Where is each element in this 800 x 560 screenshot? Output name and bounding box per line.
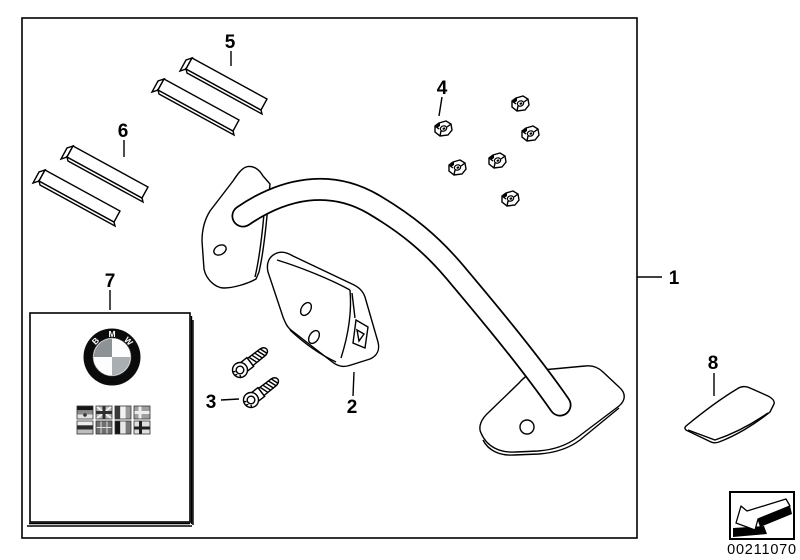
part8-pad [684,385,775,444]
hex-nut [488,152,507,169]
callout-label-2: 2 [347,397,358,418]
hex-nut [511,95,530,112]
flag-icon [114,405,132,420]
flag-icon [95,405,113,420]
bracket-tube [231,177,572,417]
hex-nut [501,190,520,207]
hex-nut [448,159,467,176]
sensor-module [266,251,380,368]
logo-quadrant [93,357,112,376]
hex-nut [521,125,540,142]
callout-label-1: 1 [669,268,680,289]
logo-quadrant [93,338,112,357]
flag-icon [76,405,94,420]
socket-screw [239,372,284,412]
arrow-down-left-3d-icon [733,498,792,537]
flag-icon [95,420,113,435]
callout-label-7: 7 [105,271,116,292]
callouts: 1 2 3 4 5 6 7 8 [105,32,719,418]
flag-icon [133,405,151,420]
flag-icon [114,420,132,435]
language-flag-grid [76,405,151,435]
drawing-stamp: 00211070 [727,491,797,558]
logo-quadrant [112,338,131,357]
logo-letter-b: B [90,335,101,346]
part3-screws [228,342,284,412]
callout-label-4: 4 [437,78,448,99]
bmw-roundel-icon: B M W [83,328,141,386]
logo-quadrant [112,357,131,376]
hex-nut [434,120,453,137]
leader-line [438,96,443,117]
instruction-booklet: B M W [27,312,194,527]
flag-icon [76,420,94,435]
drawing-number: 00211070 [727,542,797,558]
bolt-hole [213,244,227,256]
callout-label-8: 8 [708,353,719,374]
leader-line [220,398,240,401]
flag-icon [133,420,151,435]
logo-letter-m: M [108,329,115,339]
part4-nuts [434,95,540,207]
callout-label-5: 5 [225,32,236,53]
module-latch [352,318,369,349]
kit-border [21,17,638,539]
part5-strips [151,57,268,136]
leader-line [352,371,355,397]
module-hole [307,329,321,345]
bracket-top-plate [201,165,271,289]
callout-label-3: 3 [206,392,217,413]
bolt-hole [519,419,535,435]
socket-screw [228,342,273,382]
module-hole [299,301,313,317]
callout-label-6: 6 [118,121,129,142]
part6-strips [32,145,149,227]
